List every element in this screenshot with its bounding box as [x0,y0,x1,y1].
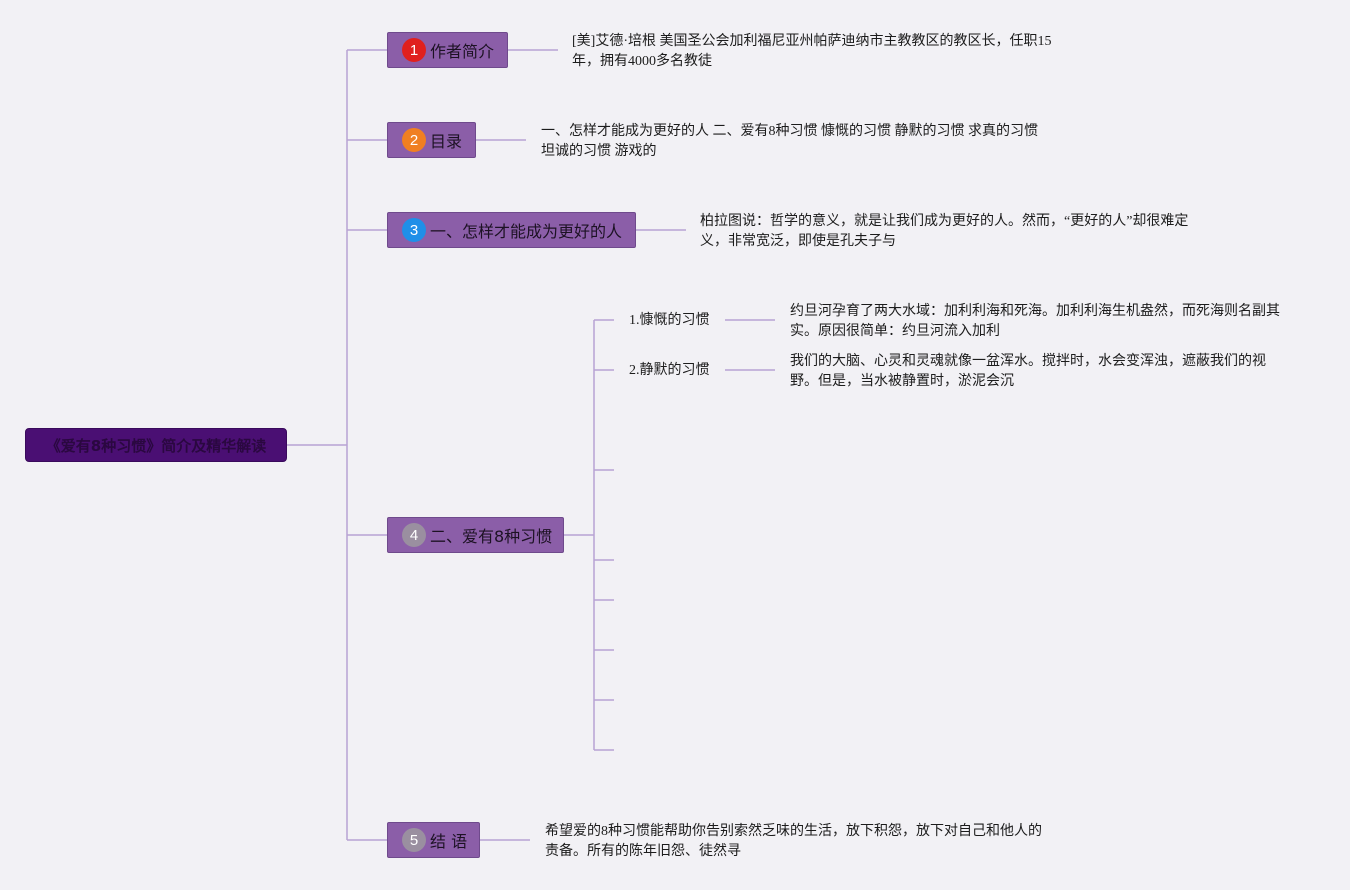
branch-label: 结 语 [430,832,468,851]
branch-note: 一、怎样才能成为更好的人 二、爱有8种习惯 慷慨的习惯 静默的习惯 求真的习惯 … [541,124,1038,159]
branch-contents[interactable]: 2 目录 [387,122,476,158]
sub-node-generosity[interactable]: 1.慷慨的习惯 [629,313,710,328]
number-badge-icon: 4 [402,523,426,547]
branch-note: 柏拉图说：哲学的意义，就是让我们成为更好的人。然而，“更好的人”却很难定义，非常… [700,214,1189,249]
branch-note: 希望爱的8种习惯能帮助你告别索然乏味的生活，放下积怨，放下对自己和他人的责备。所… [545,824,1042,859]
root-title: 《爱有8种习惯》简介及精华解读 [45,436,267,455]
branch-label: 目录 [430,132,463,151]
sub-node-note: 我们的大脑、心灵和灵魂就像一盆浑水。搅拌时，水会变浑浊，遮蔽我们的视野。但是，当… [790,354,1266,389]
sub-node-note: 约旦河孕育了两大水域：加利利海和死海。加利利海生机盎然，而死海则名副其实。原因很… [790,304,1280,339]
branch-author-intro[interactable]: 1 作者简介 [387,32,508,68]
number-badge-icon: 2 [402,128,426,152]
branch-label: 二、爱有8种习惯 [430,527,553,546]
number-badge-icon: 3 [402,218,426,242]
branch-conclusion[interactable]: 5 结 语 [387,822,480,858]
sub-node-silence[interactable]: 2.静默的习惯 [629,363,710,378]
root-node[interactable]: 《爱有8种习惯》简介及精华解读 [25,428,287,462]
branch-label: 作者简介 [430,42,495,61]
branch-label: 一、怎样才能成为更好的人 [430,222,623,241]
branch-note: [美]艾德·培根 美国圣公会加利福尼亚州帕萨迪纳市主教教区的教区长，任职15年，… [572,34,1052,69]
number-badge-icon: 1 [402,38,426,62]
branch-better-person[interactable]: 3 一、怎样才能成为更好的人 [387,212,636,248]
branch-eight-habits[interactable]: 4 二、爱有8种习惯 [387,517,564,553]
number-badge-icon: 5 [402,828,426,852]
